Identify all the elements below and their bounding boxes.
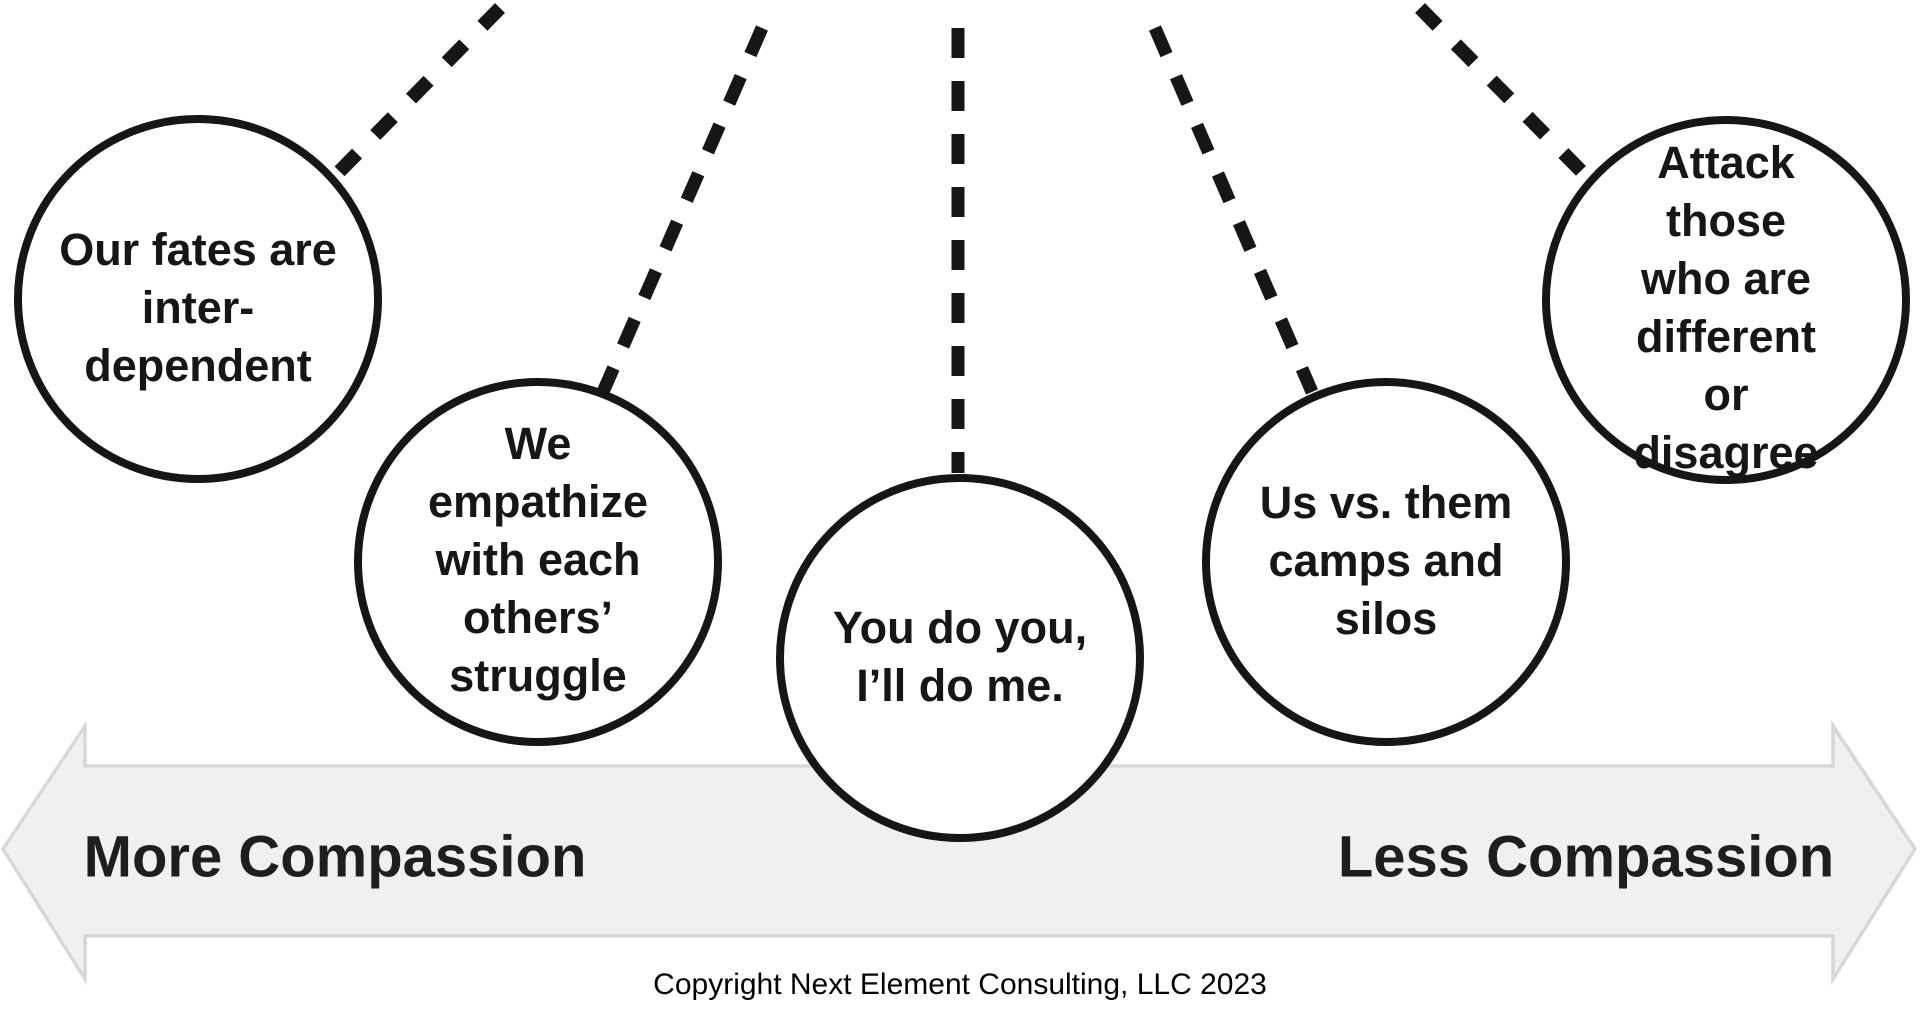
copyright-text: Copyright Next Element Consulting, LLC 2… bbox=[653, 968, 1267, 1001]
node-label-us-vs-them: Us vs. them camps and silos bbox=[1259, 477, 1513, 644]
pendulum-string-1 bbox=[330, 3, 505, 181]
pendulum-string-5 bbox=[1415, 3, 1593, 183]
node-circle-you-do-you bbox=[776, 474, 1144, 842]
axis-label-less-compassion: Less Compassion bbox=[1337, 824, 1835, 890]
compassion-axis-arrow bbox=[0, 720, 1918, 986]
node-circle-interdependent bbox=[14, 115, 382, 483]
node-circle-empathize bbox=[354, 378, 722, 746]
axis-label-more-compassion: More Compassion bbox=[83, 824, 587, 890]
node-label-interdependent: Our fates are inter- dependent bbox=[59, 224, 337, 391]
pendulum-string-2 bbox=[597, 25, 768, 395]
node-circle-us-vs-them bbox=[1202, 378, 1570, 746]
node-circle-attack bbox=[1542, 116, 1910, 484]
pendulum-string-4 bbox=[1149, 25, 1318, 395]
node-label-you-do-you: You do you, I’ll do me. bbox=[832, 602, 1088, 711]
node-label-empathize: We empathize with each others’ struggle bbox=[427, 418, 649, 701]
node-label-attack: Attack those who are different or disagr… bbox=[1633, 137, 1819, 478]
